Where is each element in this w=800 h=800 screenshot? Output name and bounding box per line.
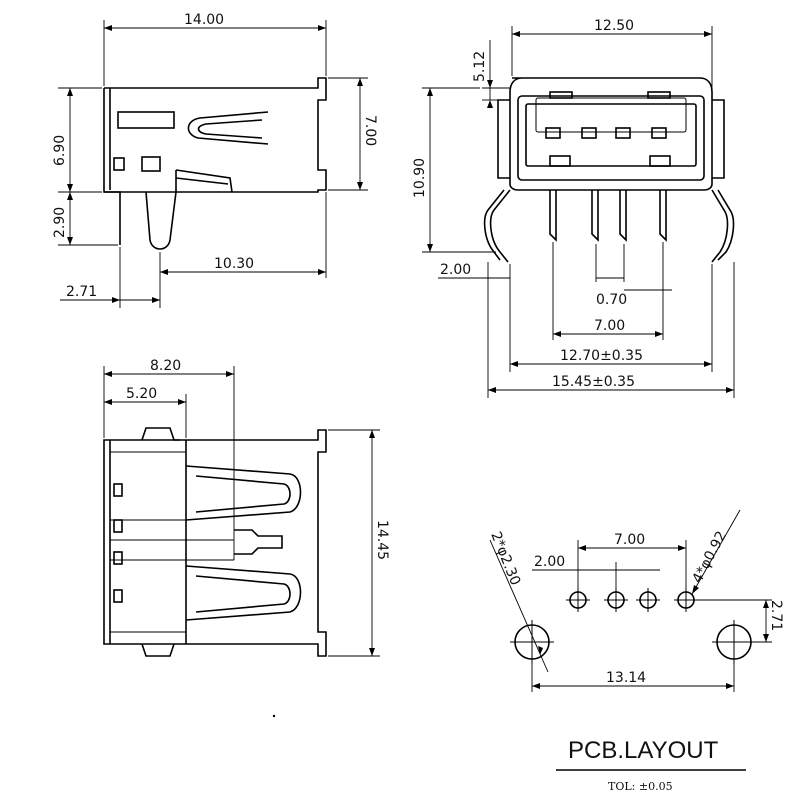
side-slot-c: [113, 157, 125, 171]
dim-side-pin: 2.90: [52, 207, 68, 238]
side-slot-b: [141, 156, 161, 172]
dim-front-pitch: 0.70: [596, 292, 627, 308]
pcb-layout: 7.00 2.00 4*φ0.92 2*φ2.30 2.71 13.14: [487, 509, 784, 692]
dim-pcb-small-holes: 4*φ0.92: [689, 529, 730, 586]
dim-side-offset: 2.71: [66, 284, 97, 300]
top-view: 8.20 5.20 14.45: [103, 358, 390, 657]
dim-side-body: 6.90: [52, 135, 68, 166]
side-view: 14.00 7.00 6.90 2.90 2.71 10.30: [52, 12, 378, 308]
dim-pcb-offset: 2.71: [768, 600, 784, 631]
dim-side-height: 7.00: [362, 115, 378, 146]
dim-front-top: 5.12: [472, 51, 488, 82]
pcb-large-hole-left: [510, 620, 554, 664]
footer-tolerance: TOL: ±0.05: [608, 780, 673, 793]
side-slot-a: [117, 111, 175, 129]
dim-front-pin-span: 7.00: [594, 318, 625, 334]
dim-pcb-hole-span: 13.14: [606, 670, 646, 686]
front-pin-window-2: [581, 127, 597, 139]
pcb-small-hole-1: [566, 588, 590, 612]
front-pin-window-4: [651, 127, 667, 139]
pcb-small-hole-4: [674, 588, 698, 612]
dim-top-width-b: 5.20: [126, 386, 157, 402]
pcb-small-hole-2: [604, 588, 628, 612]
dim-front-width: 12.50: [594, 18, 634, 34]
dim-side-depth: 10.30: [214, 256, 254, 272]
dim-pcb-large-holes: 2*φ2.30: [487, 530, 523, 588]
dim-side-width: 14.00: [184, 12, 224, 28]
dim-pcb-pin-span: 7.00: [614, 532, 645, 548]
dim-top-width-a: 8.20: [150, 358, 181, 374]
front-pin-window-1: [545, 127, 561, 139]
footer-title: PCB.LAYOUT: [568, 737, 719, 764]
pcb-small-hole-3: [636, 588, 660, 612]
dim-front-overall: 15.45±0.35: [552, 374, 635, 390]
front-view: 12.50 5.12 10.90 2.00 0.70 7.00 12.70±0.…: [412, 18, 735, 398]
front-pin-window-3: [615, 127, 631, 139]
dim-front-shell-span: 12.70±0.35: [560, 348, 643, 364]
pcb-large-hole-right: [712, 620, 756, 664]
dim-top-height: 14.45: [374, 520, 390, 560]
stray-mark: [272, 714, 276, 718]
dim-front-height: 10.90: [412, 158, 428, 198]
dim-pcb-pitch: 2.00: [534, 554, 565, 570]
dim-front-shell-pin: 2.00: [440, 262, 471, 278]
